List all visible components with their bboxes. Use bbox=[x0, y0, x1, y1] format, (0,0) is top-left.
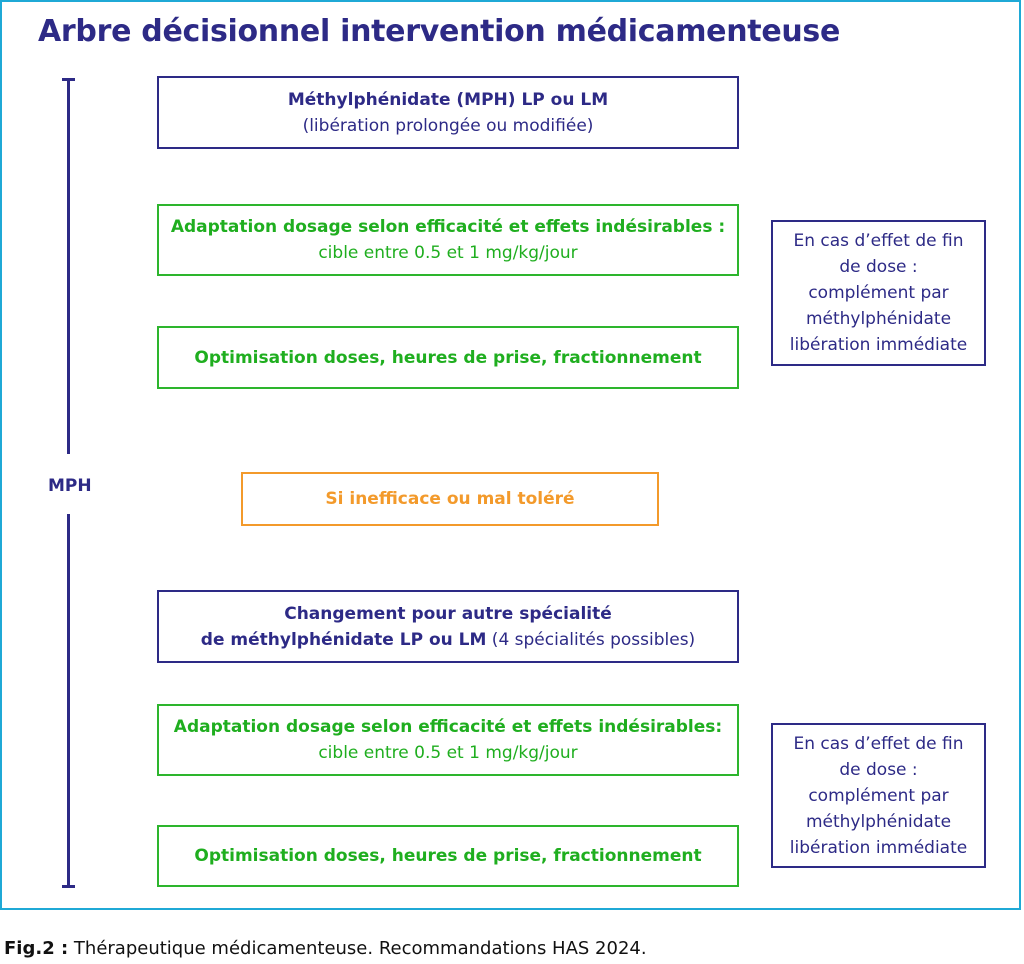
box-adaptation-dosage-1: Adaptation dosage selon efficacité et ef… bbox=[157, 204, 739, 276]
box-changement-line2-bold: de méthylphénidate LP ou LM bbox=[200, 629, 487, 650]
side-note-2-line2: de dose : bbox=[839, 759, 918, 780]
side-note-2-line5: libération immédiate bbox=[789, 837, 968, 858]
figure-caption: Fig.2 : Thérapeutique médicamenteuse. Re… bbox=[4, 938, 647, 959]
box-adaptation-dosage-1-line1: Adaptation dosage selon efficacité et ef… bbox=[170, 217, 726, 237]
box-mph-lp-lm: Méthylphénidate (MPH) LP ou LM (libérati… bbox=[157, 76, 739, 149]
side-note-2-line3: complément par bbox=[808, 785, 949, 806]
side-note-1-line5: libération immédiate bbox=[789, 335, 968, 355]
box-optimisation-2-line1: Optimisation doses, heures de prise, fra… bbox=[194, 846, 702, 866]
box-si-inefficace: Si inefficace ou mal toléré bbox=[241, 472, 659, 526]
box-adaptation-dosage-1-line2: cible entre 0.5 et 1 mg/kg/jour bbox=[318, 243, 578, 263]
diagram-frame bbox=[0, 0, 1021, 910]
axis-bottom-tick bbox=[62, 885, 75, 888]
side-note-2-line1: En cas d’effet de fin bbox=[793, 733, 964, 754]
side-note-1-line1: En cas d’effet de fin bbox=[793, 231, 964, 251]
figure-number: Fig.2 : bbox=[4, 938, 69, 959]
box-changement-line2: de méthylphénidate LP ou LM (4 spécialit… bbox=[201, 627, 695, 653]
side-note-2-line4: méthylphénidate bbox=[805, 811, 952, 832]
box-changement-line2-normal: (4 spécialités possibles) bbox=[486, 629, 696, 650]
box-adaptation-dosage-2: Adaptation dosage selon efficacité et ef… bbox=[157, 704, 739, 776]
box-mph-lp-lm-line2: (libération prolongée ou modifiée) bbox=[302, 115, 594, 136]
box-adaptation-dosage-2-line1: Adaptation dosage selon efficacité et ef… bbox=[173, 717, 723, 737]
diagram-title: Arbre décisionnel intervention médicamen… bbox=[38, 14, 841, 49]
mph-axis-label: MPH bbox=[48, 476, 92, 496]
box-changement-specialite: Changement pour autre spécialité de méth… bbox=[157, 590, 739, 663]
side-note-1-line2: de dose : bbox=[839, 257, 918, 277]
box-optimisation-1-line1: Optimisation doses, heures de prise, fra… bbox=[194, 347, 702, 368]
box-changement-line1: Changement pour autre spécialité bbox=[284, 603, 612, 624]
side-note-1-line3: complément par bbox=[808, 283, 949, 303]
side-note-fin-de-dose-2: En cas d’effet de fin de dose : compléme… bbox=[771, 723, 986, 868]
side-note-fin-de-dose-1: En cas d’effet de fin de dose : compléme… bbox=[771, 220, 986, 366]
side-note-1-line4: méthylphénidate bbox=[805, 309, 952, 329]
box-adaptation-dosage-2-line2: cible entre 0.5 et 1 mg/kg/jour bbox=[318, 743, 578, 763]
figure-caption-text: Thérapeutique médicamenteuse. Recommanda… bbox=[68, 938, 647, 959]
box-optimisation-1: Optimisation doses, heures de prise, fra… bbox=[157, 326, 739, 389]
box-optimisation-2: Optimisation doses, heures de prise, fra… bbox=[157, 825, 739, 887]
axis-line-lower bbox=[67, 514, 70, 887]
box-mph-lp-lm-line1: Méthylphénidate (MPH) LP ou LM bbox=[287, 89, 609, 110]
box-si-inefficace-line1: Si inefficace ou mal toléré bbox=[325, 489, 575, 509]
axis-line-upper bbox=[67, 78, 70, 454]
